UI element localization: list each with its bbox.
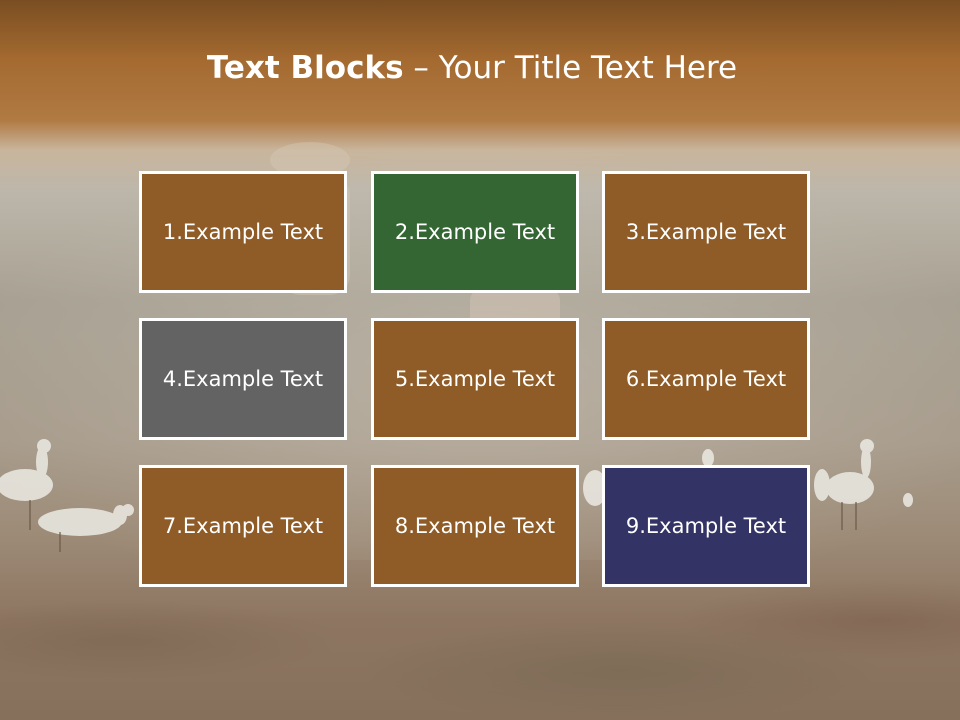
- text-block-label: 8.Example Text: [394, 514, 556, 538]
- text-block-7[interactable]: 7.Example Text: [139, 465, 347, 587]
- text-block-label: 1.Example Text: [162, 220, 324, 244]
- title-bold-part: Text Blocks: [206, 50, 404, 86]
- text-block-label: 5.Example Text: [394, 367, 556, 391]
- text-block-label: 9.Example Text: [625, 514, 787, 538]
- text-block-1[interactable]: 1.Example Text: [139, 171, 347, 293]
- title-regular-part: Your Title Text Here: [438, 50, 738, 86]
- slide-title: Text Blocks – Your Title Text Here: [0, 50, 944, 86]
- text-block-5[interactable]: 5.Example Text: [371, 318, 579, 440]
- text-block-label: 7.Example Text: [162, 514, 324, 538]
- text-block-label: 2.Example Text: [394, 220, 556, 244]
- text-block-label: 4.Example Text: [162, 367, 324, 391]
- text-block-label: 3.Example Text: [625, 220, 787, 244]
- text-block-8[interactable]: 8.Example Text: [371, 465, 579, 587]
- text-block-label: 6.Example Text: [625, 367, 787, 391]
- text-block-2[interactable]: 2.Example Text: [371, 171, 579, 293]
- title-separator: –: [403, 50, 439, 86]
- text-block-6[interactable]: 6.Example Text: [602, 318, 810, 440]
- text-block-3[interactable]: 3.Example Text: [602, 171, 810, 293]
- text-block-4[interactable]: 4.Example Text: [139, 318, 347, 440]
- text-block-9[interactable]: 9.Example Text: [602, 465, 810, 587]
